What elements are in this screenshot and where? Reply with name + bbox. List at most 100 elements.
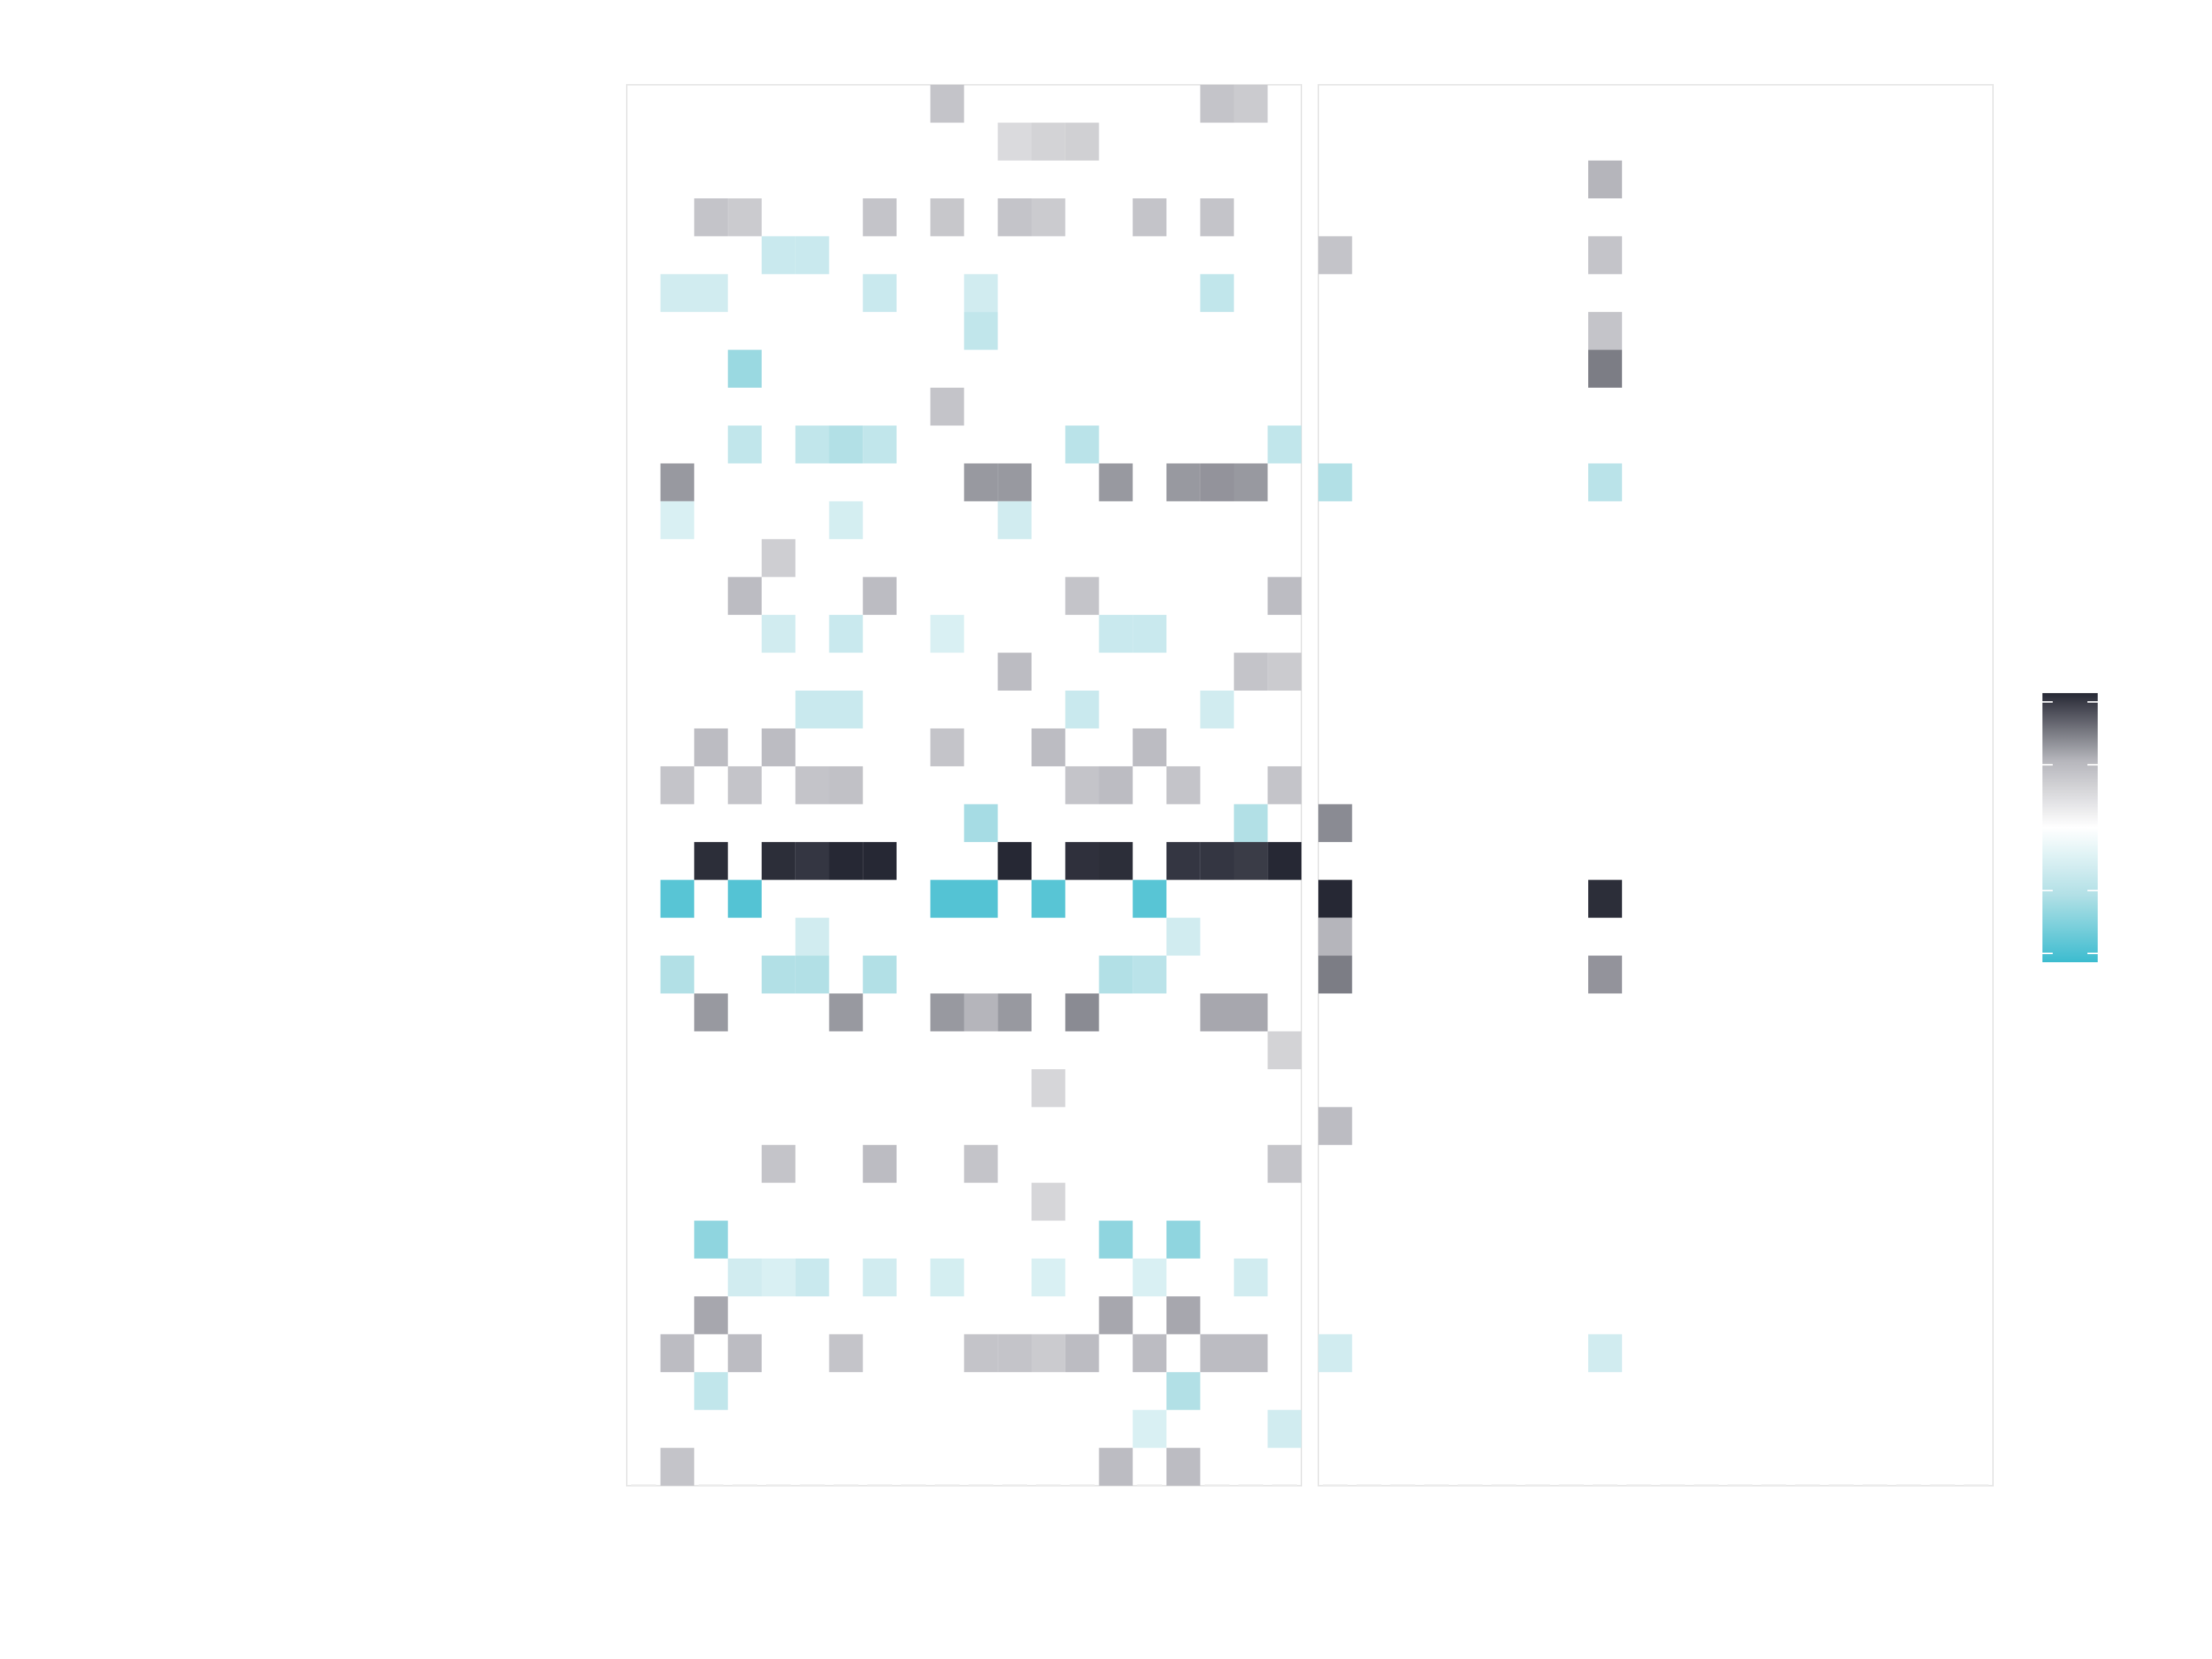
heatmap-cell [998,198,1032,237]
heatmap-cell [1032,1183,1065,1221]
heatmap-cell [1065,1334,1099,1372]
heatmap-cell [1588,1334,1622,1372]
heatmap-cell [1234,804,1268,842]
heatmap-cell [728,766,762,804]
heatmap-cell [964,1144,998,1183]
heatmap-cell [694,842,728,880]
heatmap-cell [964,993,998,1032]
heatmap-cell [1588,236,1622,274]
heatmap-cell [863,577,897,615]
heatmap-cell [964,463,998,501]
heatmap-cell [1318,236,1352,274]
panel-frame [1318,84,1994,1486]
heatmap-cell [1133,1334,1166,1372]
colorbar [2042,693,2098,962]
heatmap-cell [863,425,897,464]
heatmap-cell [1166,842,1200,880]
heatmap-cell [694,1371,728,1411]
heatmap-cell [1200,85,1234,123]
heatmap-cell [1234,463,1268,501]
heatmap-cell [964,804,998,842]
heatmap-cell [762,728,796,767]
heatmap-cell [1133,728,1166,767]
heatmap-cell [1133,1410,1166,1448]
heatmap-cell [1267,653,1301,691]
heatmap-cell [762,1258,796,1297]
heatmap-cell [964,312,998,350]
heatmap-cell [1318,463,1352,501]
heatmap-cell [964,1334,998,1372]
heatmap-cell [1065,766,1099,804]
heatmap-cell [728,349,762,388]
heatmap-cell [930,614,964,653]
heatmap-cell [829,614,863,653]
heatmap-cell [1133,614,1166,653]
heatmap-cell [694,1296,728,1335]
heatmap-cell [1200,842,1234,880]
heatmap-cell [829,690,863,728]
heatmap-panels [626,84,1994,1486]
heatmap-cell [728,425,762,464]
heatmap-cell [863,1258,897,1297]
heatmap-cell [1318,1107,1352,1145]
heatmap-cell [795,425,830,464]
heatmap-cell [762,956,796,994]
heatmap-cell [795,690,830,728]
heatmap-cell [1588,160,1622,199]
heatmap-cell [728,577,762,615]
heatmap-cell [762,1144,796,1183]
heatmap-cell [1200,198,1234,237]
heatmap-cell [660,274,695,313]
heatmap-cell [1588,312,1622,350]
heatmap-cell [1166,463,1200,501]
heatmap-cell [1234,1258,1268,1297]
heatmap-cell [1065,425,1099,464]
heatmap-cell [1099,1296,1133,1335]
heatmap-cell [1032,1334,1065,1372]
heatmap-cell [795,917,830,956]
heatmap-cell [829,425,863,464]
heatmap-cell [1099,956,1133,994]
heatmap-cell [829,501,863,540]
heatmap-cell [795,842,830,880]
heatmap-cell [1267,577,1301,615]
heatmap-cell [1200,274,1234,313]
heatmap-cell [1318,880,1352,918]
heatmap-cell [1234,85,1268,123]
heatmap-cell [863,198,897,237]
heatmap-cell [1166,1371,1200,1411]
heatmap-cell [660,1447,695,1486]
heatmap-cell [863,274,897,313]
heatmap-cell [998,842,1032,880]
heatmap-cell [1588,956,1622,994]
heatmap-cell [930,728,964,767]
heatmap-cell [863,842,897,880]
heatmap-cell [998,463,1032,501]
heatmap-cell [694,1220,728,1259]
heatmap-cell [1267,842,1301,880]
heatmap-cell [829,993,863,1032]
heatmap-cell [660,501,695,540]
heatmap-cell [795,236,830,274]
heatmap-cell [660,1334,695,1372]
heatmap-cell [930,1258,964,1297]
heatmap-cell [1588,463,1622,501]
heatmap-cell [863,956,897,994]
heatmap-cell [1200,1334,1234,1372]
heatmap-cell [930,387,964,426]
heatmap-cell [1166,1220,1200,1259]
heatmap-cell [1166,1296,1200,1335]
heatmap-cell [1099,842,1133,880]
heatmap-cell [1099,1220,1133,1259]
heatmap-cell [1133,1258,1166,1297]
heatmap-cell [660,880,695,918]
heatmap-cell [728,1258,762,1297]
heatmap-cell [1032,1258,1065,1297]
heatmap-cell [1065,993,1099,1032]
heatmap-cell [1318,956,1352,994]
heatmap-cell [728,880,762,918]
heatmap-cell [728,1334,762,1372]
heatmap-cell [1099,614,1133,653]
heatmap-cell [1267,1144,1301,1183]
